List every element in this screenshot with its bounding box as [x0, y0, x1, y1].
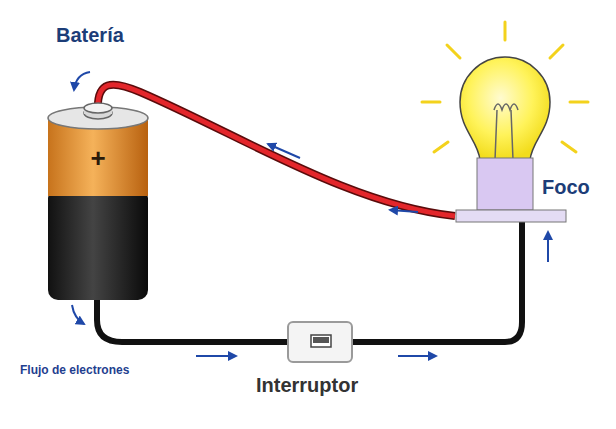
bulb-label: Foco — [542, 176, 590, 198]
battery — [48, 103, 148, 300]
battery-label: Batería — [56, 24, 124, 46]
red-wire — [98, 85, 455, 216]
red-wire-outline — [98, 85, 455, 216]
flow-arrows — [72, 72, 548, 356]
flow-label: Flujo de electrones — [20, 364, 129, 377]
switch-label: Interruptor — [256, 374, 358, 396]
switch — [288, 322, 352, 362]
polarity-sign: + — [90, 144, 105, 173]
